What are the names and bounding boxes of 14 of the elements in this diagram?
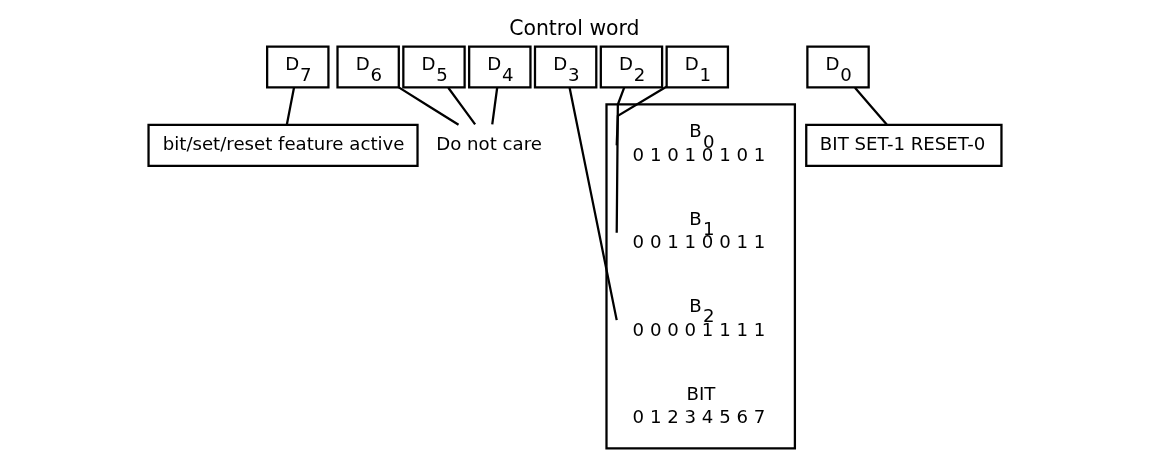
connector <box>490 87 498 125</box>
node-box: BIT SET-1 RESET-0 <box>804 123 1003 167</box>
connector <box>397 86 459 126</box>
connector <box>615 85 667 146</box>
connector <box>285 87 295 125</box>
cluster <box>604 103 796 450</box>
connector <box>567 87 618 321</box>
connector <box>446 87 476 126</box>
connector <box>615 87 625 233</box>
node-box: bit/set/reset feature active <box>146 123 419 167</box>
diagram-title: Control word <box>508 15 640 40</box>
node-text: Do not care <box>435 132 542 154</box>
node-text: BIT 0 1 2 3 4 5 6 7 <box>632 383 765 428</box>
connector <box>853 87 888 126</box>
